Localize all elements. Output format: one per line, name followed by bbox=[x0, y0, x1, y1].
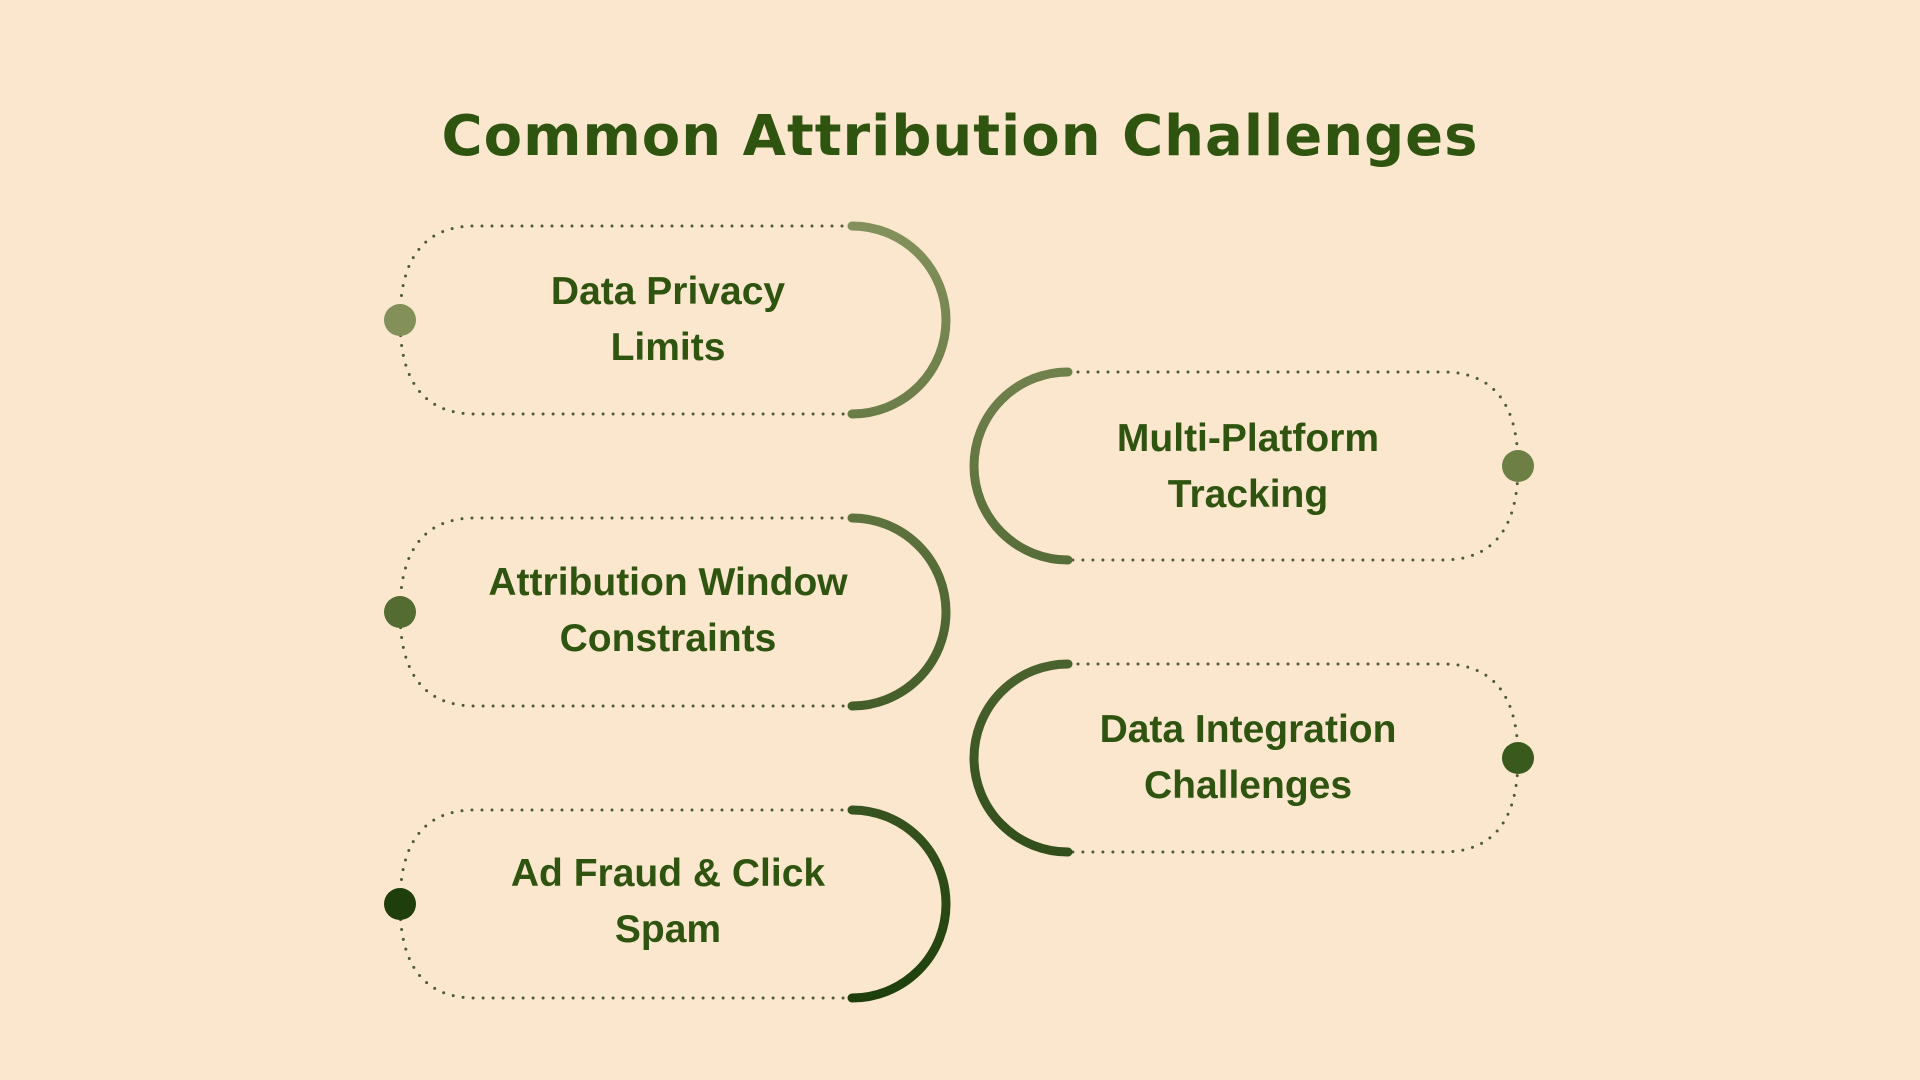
label-line: Attribution Window bbox=[488, 561, 848, 604]
node-dot-data-privacy-limits bbox=[384, 304, 416, 336]
diagram-title: Common Attribution Challenges bbox=[441, 103, 1479, 169]
spine-arc-ad-fraud-click-spam bbox=[847, 805, 951, 1003]
label-line: Data Privacy bbox=[550, 270, 786, 313]
dotted-outline-attribution-window-constraints bbox=[398, 516, 854, 708]
spine-arc-data-privacy-limits bbox=[847, 221, 951, 419]
label-line: Limits bbox=[610, 326, 726, 369]
label-line: Spam bbox=[614, 908, 722, 951]
dotted-outline-ad-fraud-click-spam bbox=[398, 808, 854, 1000]
label-attribution-window-constraints: Attribution Window Constraints bbox=[408, 555, 928, 667]
label-line: Ad Fraud & Click bbox=[510, 852, 826, 895]
spine-arc-data-integration-challenges bbox=[969, 659, 1073, 857]
node-dot-data-integration-challenges bbox=[1502, 742, 1534, 774]
label-data-privacy-limits: Data Privacy Limits bbox=[408, 264, 928, 376]
dotted-outline-multi-platform-tracking bbox=[1066, 370, 1520, 562]
label-line: Constraints bbox=[559, 617, 777, 660]
label-line: Challenges bbox=[1143, 764, 1353, 807]
node-dot-multi-platform-tracking bbox=[1502, 450, 1534, 482]
node-dot-attribution-window-constraints bbox=[384, 596, 416, 628]
label-data-integration-challenges: Data Integration Challenges bbox=[988, 702, 1508, 814]
spine-arc-attribution-window-constraints bbox=[847, 513, 951, 711]
dotted-outline-data-privacy-limits bbox=[398, 224, 854, 416]
spine-arc-multi-platform-tracking bbox=[969, 367, 1073, 565]
label-line: Tracking bbox=[1167, 473, 1329, 516]
label-line: Multi-Platform bbox=[1116, 417, 1380, 460]
label-ad-fraud-click-spam: Ad Fraud & Click Spam bbox=[408, 846, 928, 958]
label-multi-platform-tracking: Multi-Platform Tracking bbox=[988, 411, 1508, 523]
node-dot-ad-fraud-click-spam bbox=[384, 888, 416, 920]
label-line: Data Integration bbox=[1099, 708, 1397, 751]
dotted-outline-data-integration-challenges bbox=[1066, 662, 1520, 854]
